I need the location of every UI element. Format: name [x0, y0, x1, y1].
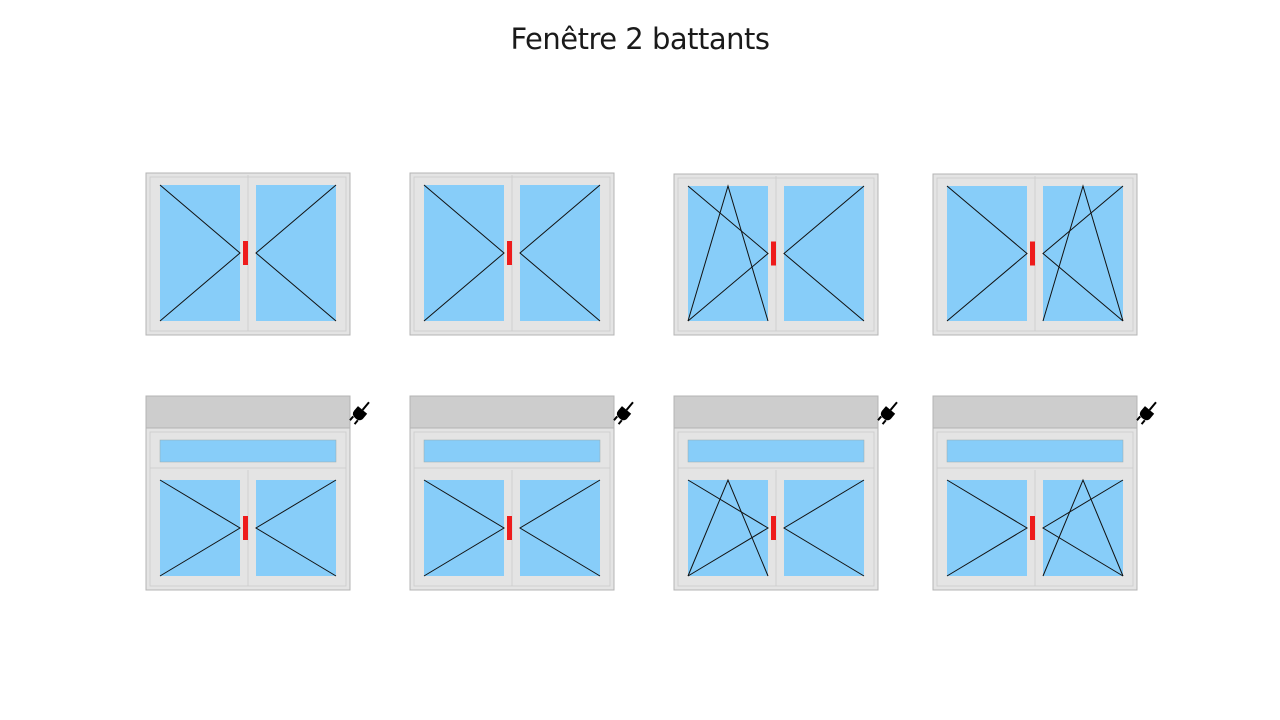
page-title: Fenêtre 2 battants	[510, 22, 770, 56]
opening-line	[423, 184, 505, 322]
opening-line	[159, 479, 241, 577]
window-handle	[771, 516, 776, 540]
opening-line	[687, 185, 769, 322]
right-leaf-glass	[1043, 480, 1123, 576]
left-leaf-glass	[424, 480, 504, 576]
window-handle	[507, 516, 512, 540]
window-1	[145, 172, 351, 336]
transom-glass	[159, 439, 337, 463]
opening-line	[946, 479, 1028, 577]
electric-plug-icon	[1136, 401, 1157, 425]
tilt-line	[687, 478, 769, 577]
left-leaf-glass	[424, 185, 504, 321]
right-leaf-glass	[256, 185, 336, 321]
right-leaf-glass	[520, 185, 600, 321]
opening-line	[519, 479, 601, 577]
opening-line	[159, 184, 241, 322]
opening-line	[255, 184, 337, 322]
transom-glass	[687, 439, 865, 463]
tilt-line	[1042, 184, 1124, 322]
left-leaf-glass	[688, 480, 768, 576]
left-leaf-glass	[688, 186, 768, 321]
window-4	[932, 173, 1138, 336]
transom-glass	[946, 439, 1124, 463]
right-leaf-glass	[256, 480, 336, 576]
left-leaf-glass	[947, 186, 1027, 321]
opening-line	[946, 185, 1028, 322]
opening-line	[423, 479, 505, 577]
tilt-line	[687, 184, 769, 322]
left-leaf-glass	[160, 185, 240, 321]
right-leaf-glass	[784, 186, 864, 321]
shutter-box	[673, 395, 879, 429]
window-5	[145, 395, 370, 591]
window-8	[932, 395, 1157, 591]
window-2	[409, 172, 615, 336]
window-handle	[771, 241, 776, 266]
right-leaf-glass	[784, 480, 864, 576]
tilt-line	[1042, 478, 1124, 577]
opening-line	[519, 184, 601, 322]
window-handle	[507, 241, 512, 265]
window-handle	[243, 241, 248, 265]
electric-plug-icon	[613, 401, 634, 425]
opening-line	[783, 479, 865, 577]
left-leaf-glass	[160, 480, 240, 576]
window-7	[673, 395, 898, 591]
window-handle	[1030, 241, 1035, 266]
right-leaf-glass	[1043, 186, 1123, 321]
window-6	[409, 395, 634, 591]
opening-line	[687, 479, 769, 577]
shutter-box	[932, 395, 1138, 429]
shutter-box	[409, 395, 615, 429]
opening-line	[255, 479, 337, 577]
shutter-box	[145, 395, 351, 429]
left-leaf-glass	[947, 480, 1027, 576]
window-handle	[243, 516, 248, 540]
electric-plug-icon	[877, 401, 898, 425]
opening-line	[1042, 479, 1124, 577]
opening-line	[783, 185, 865, 322]
electric-plug-icon	[349, 401, 370, 425]
transom-glass	[423, 439, 601, 463]
right-leaf-glass	[520, 480, 600, 576]
window-handle	[1030, 516, 1035, 540]
window-3	[673, 173, 879, 336]
opening-line	[1042, 185, 1124, 322]
